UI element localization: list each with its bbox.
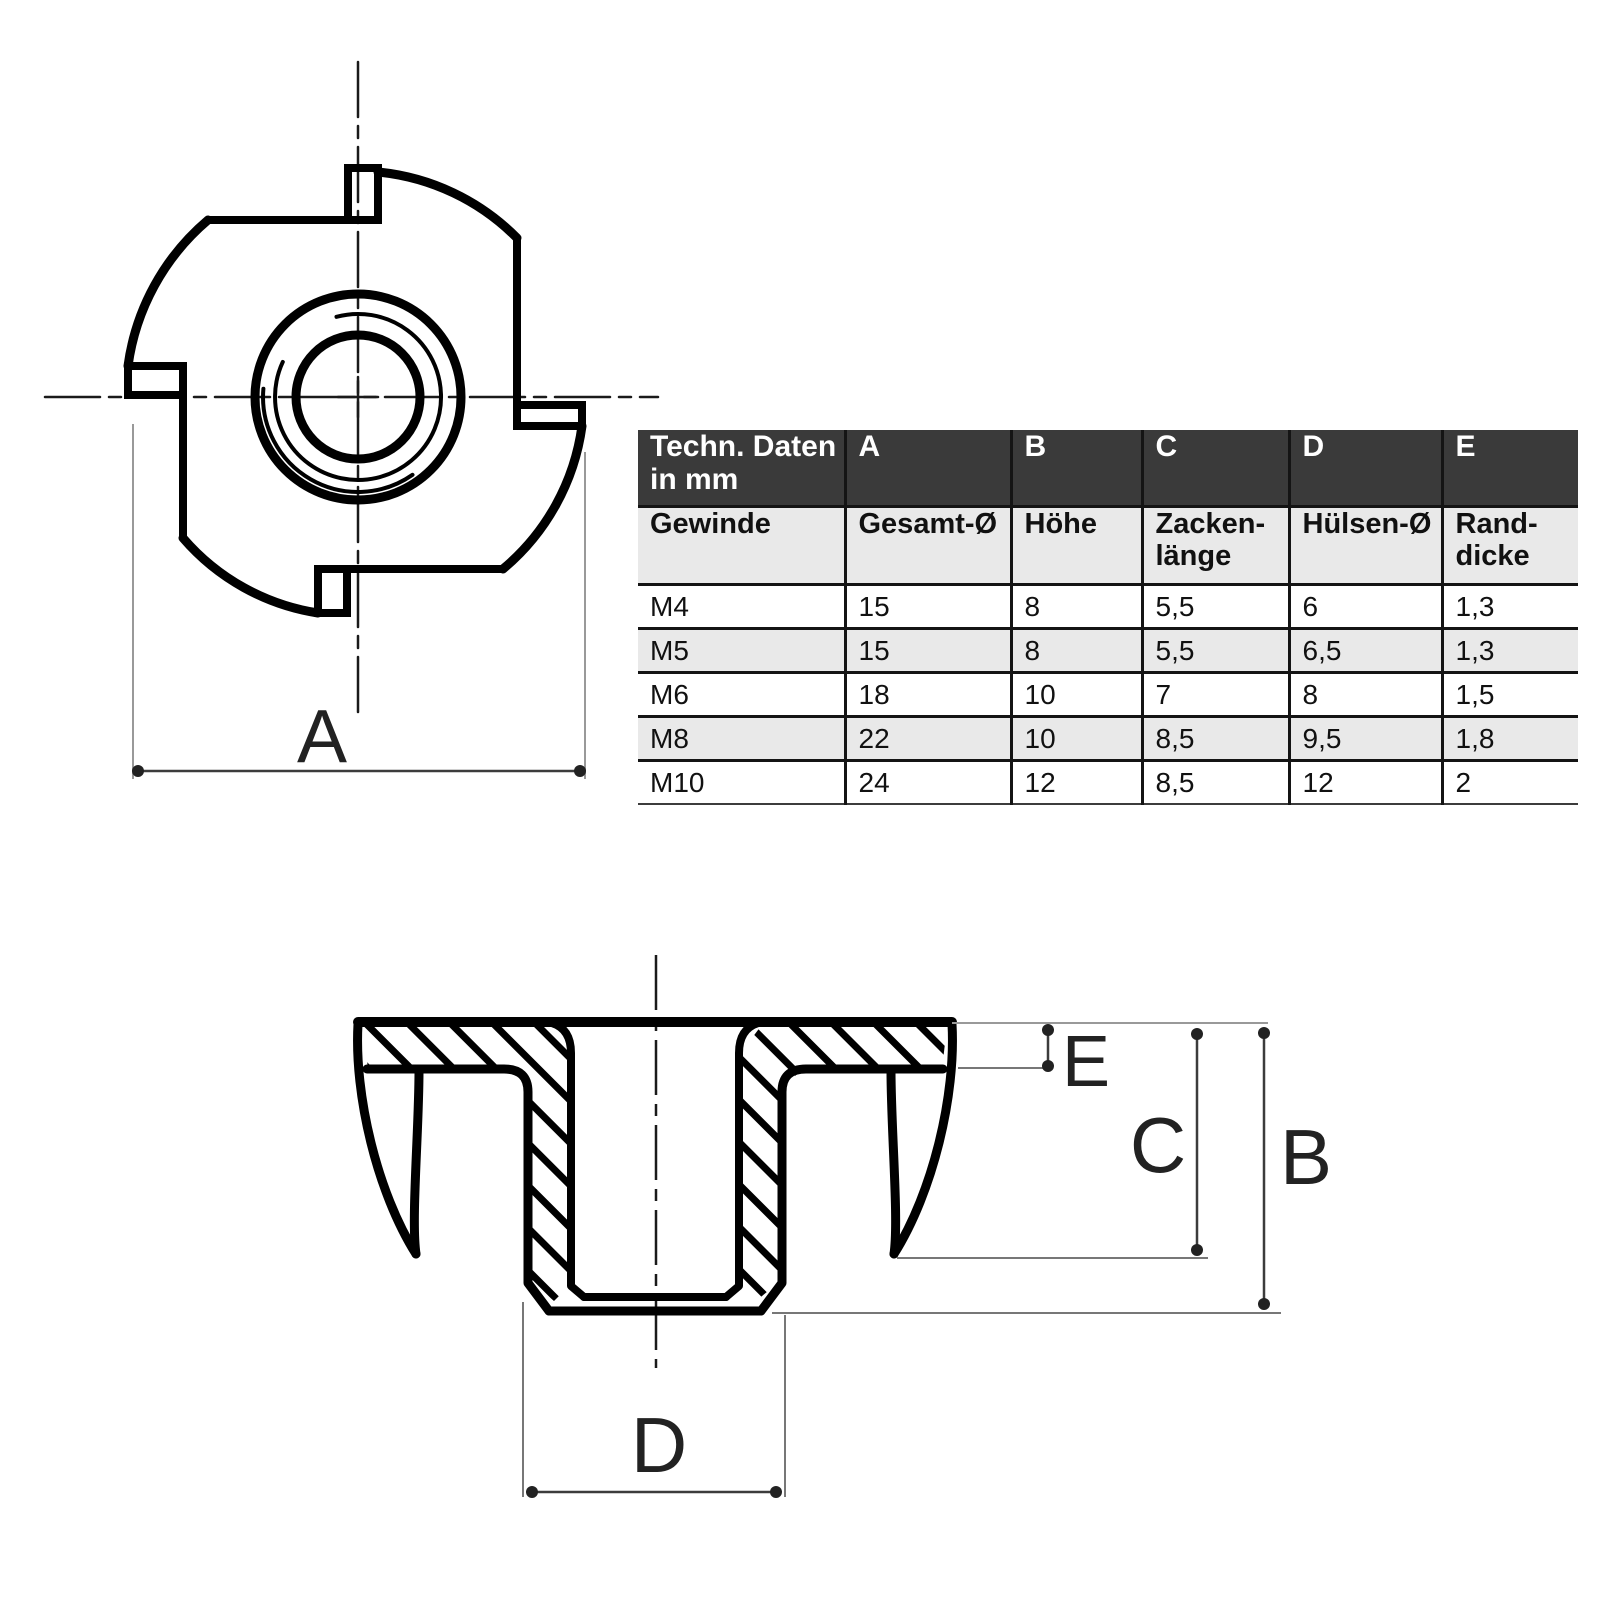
subheader-gewinde: Gewinde [638, 506, 845, 586]
side-view-drawing [353, 955, 957, 1368]
table-cell: 18 [843, 672, 1011, 718]
table-cell: 12 [1287, 760, 1442, 805]
table-cell: M5 [638, 628, 845, 674]
table-cell: 5,5 [1140, 584, 1289, 630]
dim-label-d: D [631, 1401, 687, 1489]
table-cell: 8 [1287, 672, 1442, 718]
table-cell: 8,5 [1140, 760, 1289, 805]
table-row-m10: M10 24 12 8,5 12 2 [638, 760, 1578, 805]
table-cell: 22 [843, 716, 1011, 762]
flange-underside-left [362, 1064, 554, 1316]
table-cell: 15 [843, 584, 1011, 630]
center-cross [336, 375, 380, 419]
table-cell: 1,5 [1440, 672, 1578, 718]
table-header-row: Techn. Daten in mm A B C D E [638, 430, 1578, 508]
right-claw-outer [889, 1019, 957, 1259]
dim-label-c: C [1130, 1101, 1186, 1189]
table-cell: 6,5 [1287, 628, 1442, 674]
table-cell: 24 [843, 760, 1011, 805]
bore-circles [250, 289, 466, 505]
table-cell: 8,5 [1140, 716, 1289, 762]
table-row-m5: M5 15 8 5,5 6,5 1,3 [638, 628, 1578, 674]
bore-wall-right [722, 1019, 762, 1301]
table-cell: 1,8 [1440, 716, 1578, 762]
top-view-drawing [43, 60, 660, 714]
flange-underside-right [756, 1064, 948, 1316]
subheader-randdicke: Rand- dicke [1440, 506, 1578, 586]
thread-arc [273, 311, 443, 482]
dimension-d: D [522, 1302, 786, 1498]
side-view-outline [353, 1017, 957, 1316]
table-row-m8: M8 22 10 8,5 9,5 1,8 [638, 716, 1578, 762]
bore-wall-left [548, 1019, 588, 1301]
left-claw-inner [409, 1066, 424, 1259]
dimension-b: B [772, 1027, 1332, 1314]
table-row-m6: M6 18 10 7 8 1,5 [638, 672, 1578, 718]
prong-left [124, 362, 187, 399]
table-cell: 8 [1009, 628, 1142, 674]
subheader-zackenlaenge: Zacken- länge [1140, 506, 1289, 586]
dimension-c: C [897, 1028, 1208, 1259]
table-cell: 9,5 [1287, 716, 1442, 762]
prong-top [344, 164, 382, 224]
table-cell: 6 [1287, 584, 1442, 630]
flange-outline [123, 167, 587, 618]
table-cell: 10 [1009, 716, 1142, 762]
dim-label-a: A [297, 694, 347, 778]
table-cell: M6 [638, 672, 845, 718]
top-view-centerlines [43, 60, 660, 714]
flange-chords [179, 216, 521, 573]
subheader-gesamt: Gesamt-Ø [843, 506, 1011, 586]
table-cell: 1,3 [1440, 628, 1578, 674]
table-title: Techn. Daten in mm [638, 430, 845, 508]
left-claw-outer [353, 1019, 421, 1259]
table-cell: 12 [1009, 760, 1142, 805]
table-row-m4: M4 15 8 5,5 6 1,3 [638, 584, 1578, 630]
table-cell: 1,3 [1440, 584, 1578, 630]
subheader-huelsen: Hülsen-Ø [1287, 506, 1442, 586]
table-cell: M8 [638, 716, 845, 762]
hatch-right [743, 1026, 947, 1301]
table-cell: 8 [1009, 584, 1142, 630]
prongs [124, 164, 586, 617]
prong-bottom [314, 565, 351, 617]
header-letter-b: B [1009, 430, 1142, 508]
thread-runout-arc [261, 386, 415, 494]
header-letter-d: D [1287, 430, 1442, 508]
table-cell: 15 [843, 628, 1011, 674]
table-cell: 10 [1009, 672, 1142, 718]
hatch-left [363, 1026, 567, 1301]
right-claw-inner [886, 1066, 901, 1259]
table-cell: M4 [638, 584, 845, 630]
dim-label-e: E [1062, 1022, 1110, 1102]
table-subheader-row: Gewinde Gesamt-Ø Höhe Zacken- länge Hüls… [638, 506, 1578, 586]
prong-right [513, 401, 586, 430]
tech-data-table: Techn. Daten in mm A B C D E Gewinde Ges… [638, 430, 1578, 805]
header-letter-e: E [1440, 430, 1578, 508]
header-letter-c: C [1140, 430, 1289, 508]
table-cell: 5,5 [1140, 628, 1289, 674]
table-cell: M10 [638, 760, 845, 805]
dimension-e: E [952, 1022, 1268, 1102]
dim-label-b: B [1280, 1113, 1332, 1201]
table-cell: 2 [1440, 760, 1578, 805]
header-letter-a: A [843, 430, 1011, 508]
dimension-a: A [132, 424, 586, 779]
table-cell: 7 [1140, 672, 1289, 718]
subheader-hoehe: Höhe [1009, 506, 1142, 586]
